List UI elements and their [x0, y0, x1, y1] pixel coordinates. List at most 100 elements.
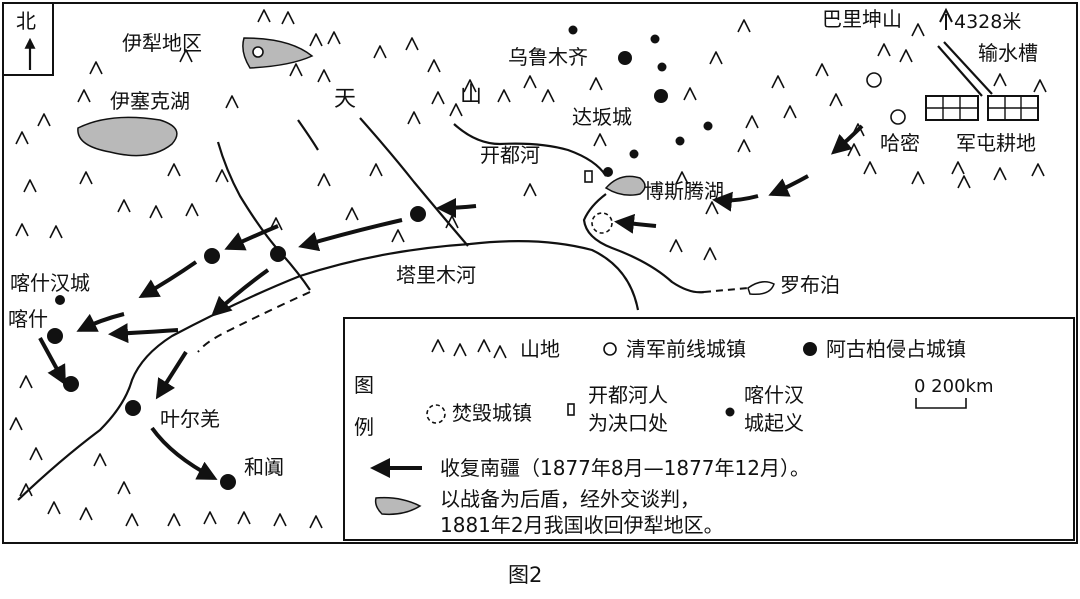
svg-text:焚毁城镇: 焚毁城镇	[452, 401, 532, 425]
svg-text:例: 例	[354, 415, 374, 439]
mountain-icon	[373, 45, 387, 59]
town-aksu	[270, 246, 286, 262]
mountain-icon	[9, 417, 23, 431]
mountain-icon	[215, 169, 229, 183]
tarim-dashed-section	[197, 291, 311, 353]
mountain-icon	[683, 87, 697, 101]
mountain-icon	[463, 79, 477, 93]
town-khotan	[220, 474, 236, 490]
mountain-icon	[407, 111, 421, 125]
label-hami: 哈密	[880, 131, 920, 155]
town-kashgar	[47, 328, 63, 344]
town-kaidu	[603, 167, 613, 177]
town-yarkand	[125, 400, 141, 416]
mountain-icon	[771, 75, 785, 89]
mountain-icon	[815, 63, 829, 77]
mountain-icon	[237, 511, 251, 525]
svg-text:开都河人: 开都河人	[588, 383, 668, 407]
legend-breach-icon	[567, 403, 575, 416]
mountain-icon	[79, 507, 93, 521]
label-yeerqiang: 叶尔羌	[160, 407, 220, 431]
mountain-icon	[431, 91, 445, 105]
label-tian: 天	[334, 87, 356, 112]
label-talimu: 塔里木河	[396, 263, 476, 287]
mountain-icon	[783, 105, 797, 119]
mountain-icon	[391, 229, 405, 243]
map-frame	[2, 2, 1078, 544]
mountain-icon	[309, 33, 323, 47]
mountain-symbols	[9, 9, 1047, 529]
mountain-icon	[203, 511, 217, 525]
svg-text:图: 图	[354, 373, 374, 397]
mountain-icon	[911, 23, 925, 37]
label-elevation: 4328米	[954, 11, 1021, 33]
mountain-icon	[15, 223, 29, 237]
mountain-icon	[15, 131, 29, 145]
mountain-icon	[309, 515, 323, 529]
mountain-icon	[47, 501, 61, 515]
mountain-icon	[273, 513, 287, 527]
town-dabancheng	[654, 89, 668, 103]
svg-text:1881年2月我国收回伊犁地区。: 1881年2月我国收回伊犁地区。	[440, 513, 724, 537]
lop-nur-dashed	[703, 287, 749, 293]
occupied-towns	[47, 51, 668, 490]
mountain-icon	[703, 247, 717, 261]
mountain-icon	[185, 203, 199, 217]
town-talimu-1	[410, 206, 426, 222]
north-indicator: 北	[2, 2, 54, 76]
label-urumqi: 乌鲁木齐	[508, 45, 588, 69]
mountain-icon	[957, 175, 971, 189]
north-label: 北	[16, 9, 36, 33]
mountain-icon	[427, 59, 441, 73]
label-shushuicao: 输水槽	[978, 41, 1038, 65]
mountain-icon	[709, 51, 723, 65]
mountain-icon	[1031, 163, 1045, 177]
mountain-icon	[993, 73, 1007, 87]
svg-text:0 200km: 0 200km	[914, 376, 994, 397]
river-west-1	[216, 141, 311, 291]
town-yingjisha	[63, 376, 79, 392]
svg-text:收复南疆（1877年8月—1877年12月）。: 收复南疆（1877年8月—1877年12月）。	[440, 456, 810, 480]
kongque-river	[582, 193, 705, 294]
mountain-icon	[745, 115, 759, 129]
mountain-icon	[911, 171, 925, 185]
mountain-icon	[125, 513, 139, 527]
qing-town-yili	[252, 46, 264, 58]
mountain-icon	[877, 43, 891, 57]
mountain-icon	[257, 9, 271, 23]
mountain-icon	[737, 139, 751, 153]
mountain-icon	[847, 143, 861, 157]
hami-canal-2	[943, 41, 993, 95]
mountain-icon	[675, 171, 689, 185]
mountain-icon	[117, 199, 131, 213]
hami-canal-1	[937, 45, 983, 97]
legend: 图 例 山地 清军前线城镇 阿古柏侵占城镇 0 200km 焚毁城镇 开都河人 …	[343, 317, 1075, 541]
svg-text:清军前线城镇: 清军前线城镇	[626, 337, 746, 361]
mountain-icon	[77, 89, 91, 103]
dots-north	[568, 25, 713, 159]
mountain-icon	[317, 173, 331, 187]
mountain-icon	[79, 171, 93, 185]
legend-burned-icon	[426, 404, 446, 424]
mountain-icon	[863, 161, 877, 175]
mountain-icon	[89, 61, 103, 75]
legend-mountain-icon	[431, 339, 507, 359]
label-bositeng: 博斯腾湖	[644, 179, 724, 203]
label-luobupo: 罗布泊	[780, 273, 840, 297]
mountain-icon	[593, 133, 607, 147]
bosten-lake	[604, 175, 646, 196]
mountain-icon	[951, 161, 965, 175]
legend-agubai-town-icon	[803, 342, 817, 356]
military-farmland	[925, 95, 1039, 121]
mountain-icon	[225, 95, 239, 109]
river-west-3	[297, 119, 319, 151]
mountain-icon	[705, 201, 719, 215]
label-dabancheng: 达坂城	[572, 105, 632, 129]
mountain-icon	[345, 207, 359, 221]
kaidu-river	[453, 123, 607, 177]
mountain-icon	[289, 63, 303, 77]
mountain-icon	[149, 205, 163, 219]
label-juntun: 军屯耕地	[956, 131, 1036, 155]
mountain-icon	[497, 89, 511, 103]
